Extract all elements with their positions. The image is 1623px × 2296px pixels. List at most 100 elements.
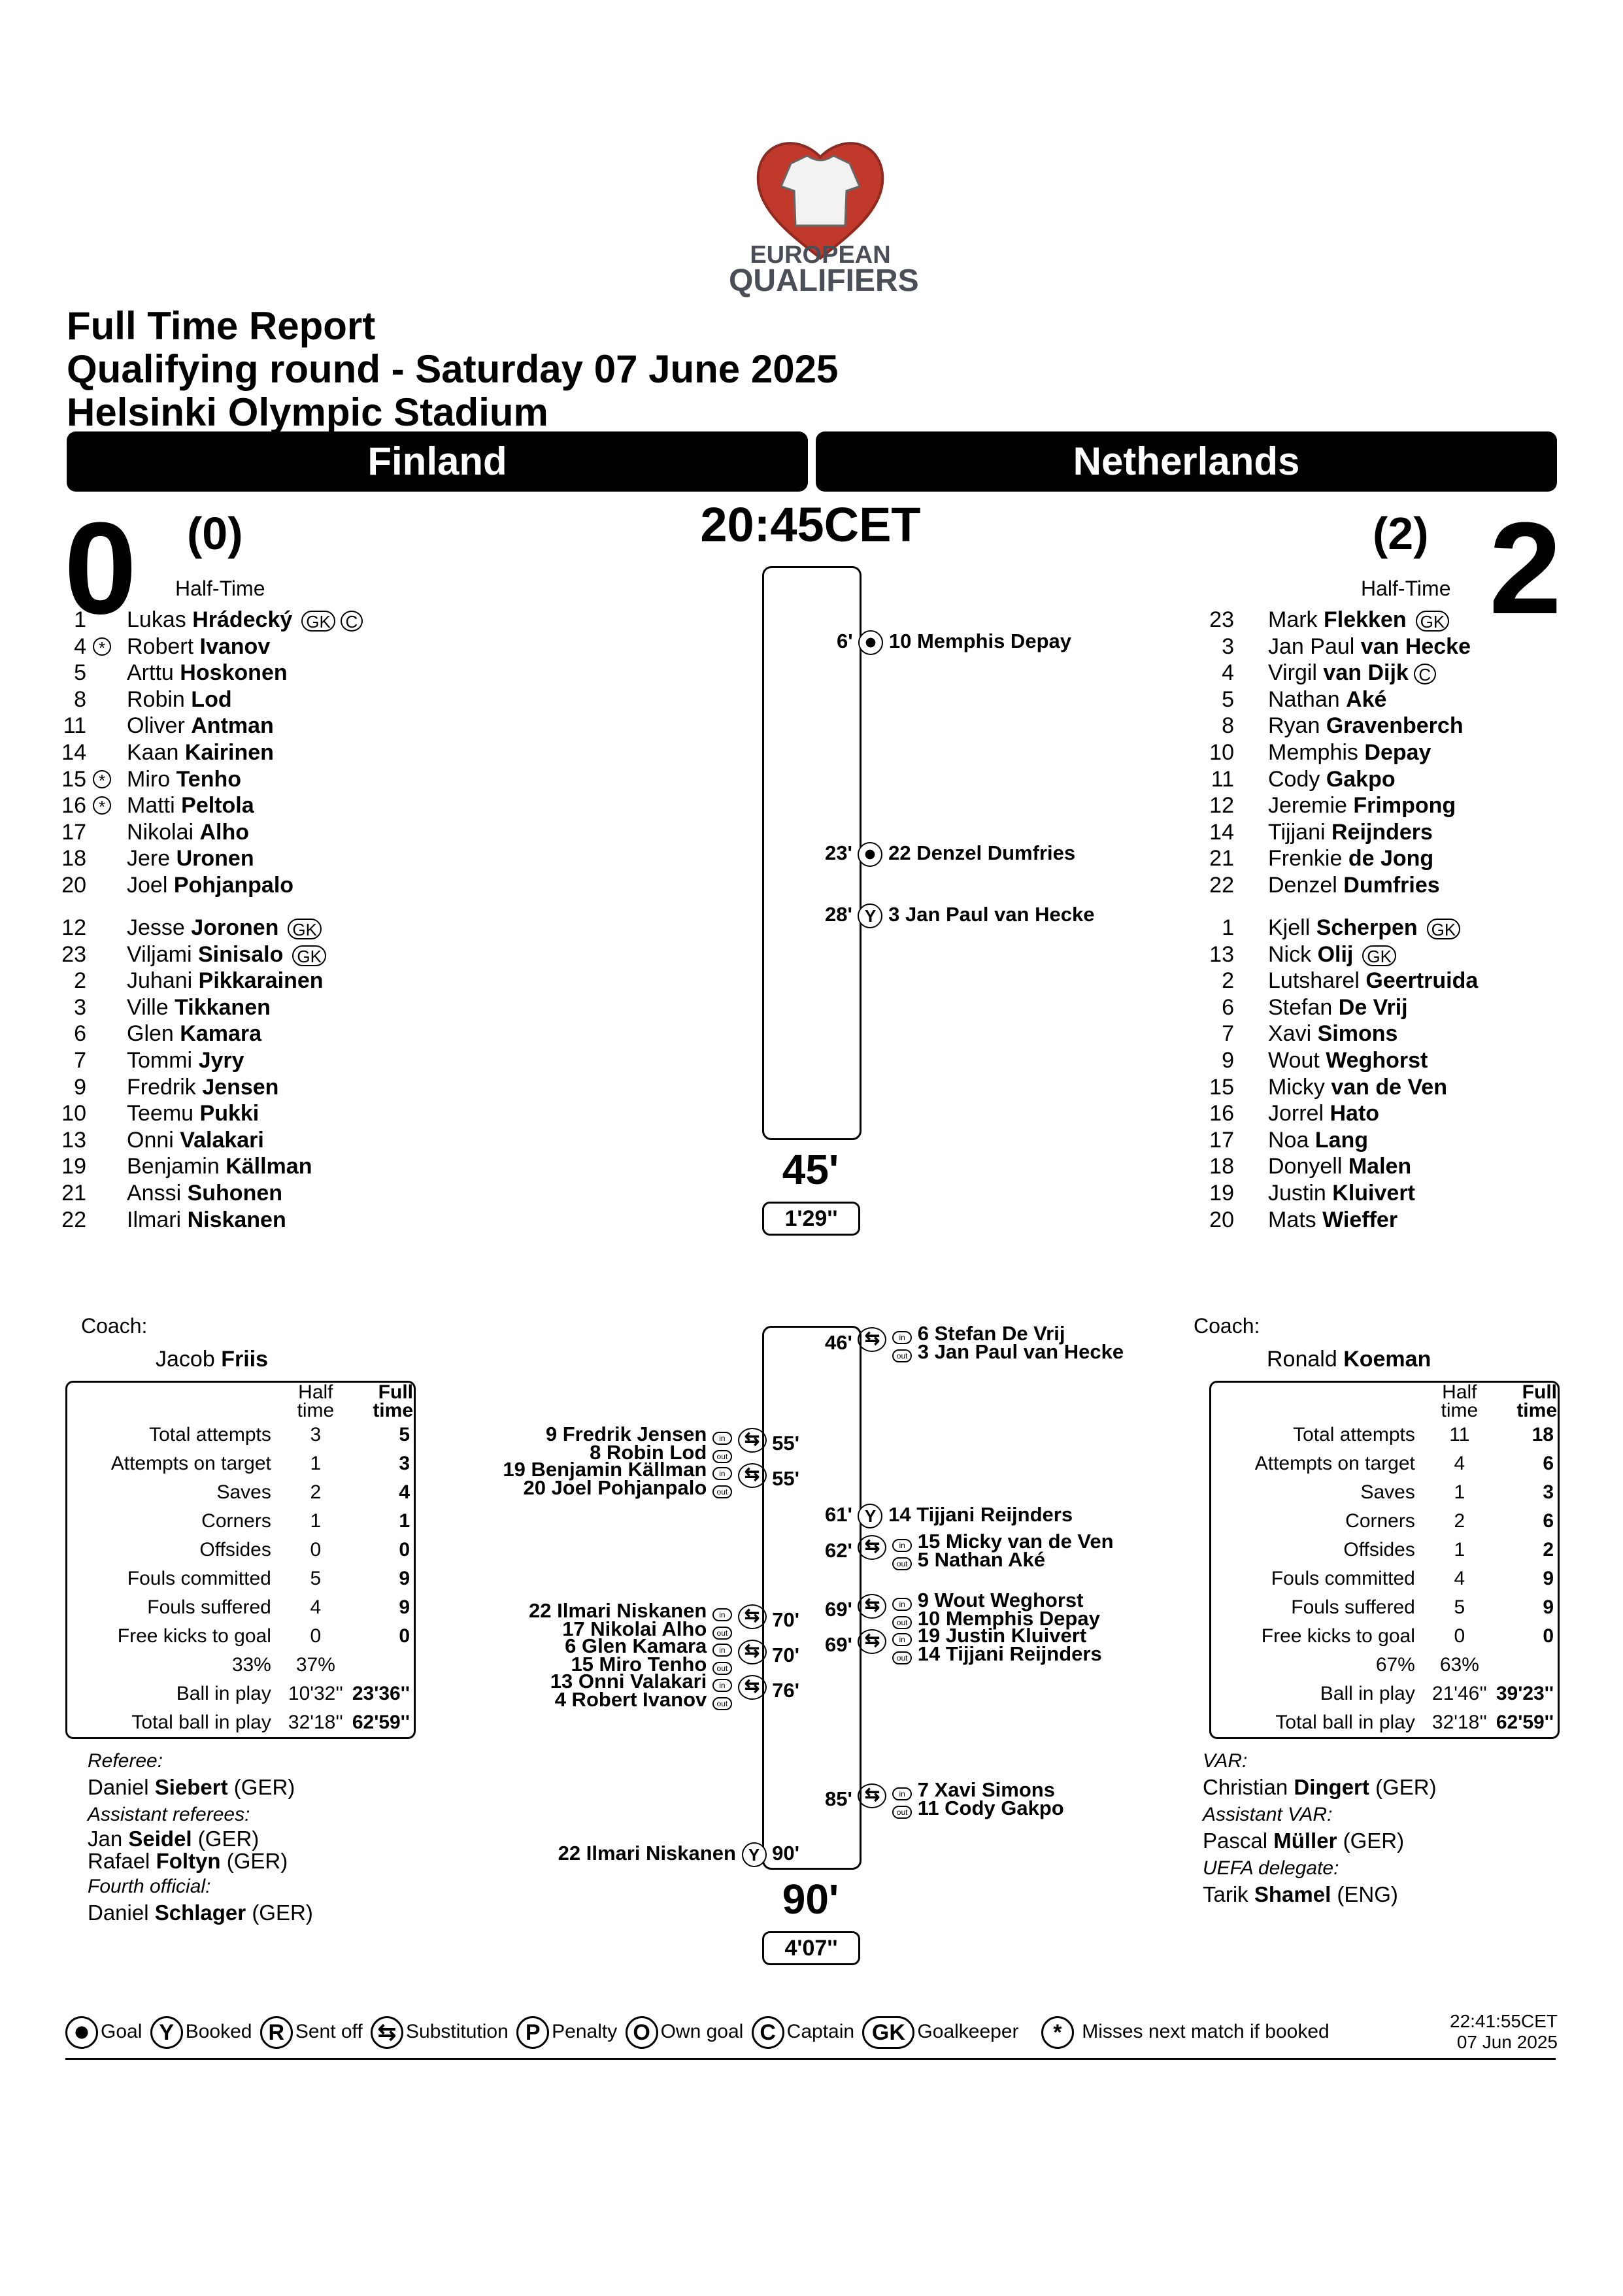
away-ht-score: (2) [1373,508,1429,559]
player-number: 2 [74,968,86,994]
coach-first-name: Ronald [1267,1347,1337,1372]
stat-label: Total ball in play [1275,1712,1415,1733]
event-minute: 6' [837,630,853,653]
yellow-card-icon: Y [741,1842,767,1867]
stats-half-header: Half time [1441,1381,1479,1421]
away-score: 2 [1489,496,1562,641]
stat-full-value: 9 [399,1596,410,1618]
player-number: 1 [74,607,86,632]
stat-full-value: 2 [1543,1539,1554,1561]
player-number: 11 [63,713,86,739]
stats-row: 67%63% [1211,1651,1558,1680]
event-sub-85: 85' ⇆ in 7 Xavi Simons out 11 Cody Gakpo [825,1780,1064,1819]
out-icon: out [712,1697,732,1710]
player-in: 6 Stefan De Vrij [917,1322,1065,1345]
player-out: 15 Miro Tenho [571,1653,707,1676]
player-name: Ilmari Niskanen [127,1207,286,1234]
coach-last-name: Friis [221,1347,268,1372]
assistant-var: Pascal Müller (GER) [1203,1829,1405,1853]
player-last-name: Pukki [199,1101,259,1126]
event-sub-70b: 6 Glen Kamara in 15 Miro Tenho out ⇆ 70' [565,1636,799,1675]
player-number: 5 [1222,686,1234,712]
player-last-name: Peltola [181,793,254,819]
player-last-name: Depay [1364,739,1431,765]
player-in: 19 Benjamin Källman [503,1458,707,1481]
player-number: 7 [1222,1021,1234,1047]
stat-label: Free kicks to goal [1261,1625,1415,1647]
substitution-icon: ⇆ [858,1783,887,1808]
timestamp-time: 22:41:55CET [1450,2011,1558,2031]
player-first-name: Tijjani [1268,819,1326,845]
legend-misses-next-match: Misses next match if booked [1082,2020,1330,2042]
event-minute: 23' [825,841,852,865]
player-in: 19 Justin Kluivert [917,1624,1087,1647]
player-number: 12 [61,915,86,940]
player-first-name: Kaan [127,739,179,765]
event-minute: 55' [772,1467,799,1490]
goalkeeper-icon: GK [292,945,326,966]
stat-full-value: 9 [399,1568,410,1589]
player-last-name: Pikkarainen [198,968,324,994]
stat-half-value: 11 [1449,1424,1470,1445]
player-last-name: Gakpo [1326,766,1396,792]
player-number: 22 [1209,872,1234,898]
player-last-name: Aké [1346,686,1387,712]
player-last-name: Geertruida [1365,968,1479,994]
stat-full-value: 62'59'' [352,1712,410,1733]
player-last-name: Niskanen [187,1207,286,1232]
player-last-name: Reijnders [1331,819,1433,845]
suspension-icon: * [93,637,111,657]
home-coach: Jacob Friis [156,1347,268,1372]
stat-label: Ball in play [1320,1683,1415,1704]
player-out: 17 Nikolai Alho [562,1617,707,1640]
player-last-name: Hato [1330,1101,1380,1126]
stat-full-value: 62'59'' [1496,1712,1554,1733]
out-icon: out [712,1485,732,1498]
player-number: 17 [61,819,86,845]
player-name: Matti Peltola [127,792,254,819]
player-first-name: Xavi [1268,1021,1312,1047]
stat-full-value [352,1651,414,1680]
european-qualifiers-logo: EUROPEAN QUALIFIERS [729,118,919,301]
player-name: Jeremie Frimpong [1268,792,1456,819]
stat-full-value: 0 [1543,1625,1554,1647]
away-ht-label: Half-Time [1361,577,1451,600]
stat-label: Fouls suffered [147,1596,271,1618]
captain-icon: C [1413,664,1436,685]
suspension-icon: * [93,769,111,790]
player-number: 18 [1209,1154,1234,1179]
player-first-name: Noa [1268,1127,1309,1153]
player-last-name: Alho [199,819,250,845]
in-icon: in [712,1679,732,1692]
event-goal-6: 6' 10 Memphis Depay [837,630,1071,655]
footer-divider [65,2058,1556,2060]
player-name: Glen Kamara [127,1021,261,1047]
stat-label: Offsides [199,1539,271,1561]
player-name: Jan Paul van Hecke [1268,633,1471,660]
event-sub-69a: 69' ⇆ in 9 Wout Weghorst out 10 Memphis … [825,1590,1100,1629]
stat-label: Total attempts [149,1424,271,1445]
player-number: 6 [1222,994,1234,1020]
report-header: Full Time Report Qualifying round - Satu… [67,305,838,434]
player-first-name: Benjamin [127,1154,220,1179]
player-number: 23 [61,941,86,967]
player-first-name: Denzel [1268,872,1337,898]
uefa-delegate: Tarik Shamel (ENG) [1203,1882,1398,1906]
event-minute: 76' [772,1679,799,1702]
